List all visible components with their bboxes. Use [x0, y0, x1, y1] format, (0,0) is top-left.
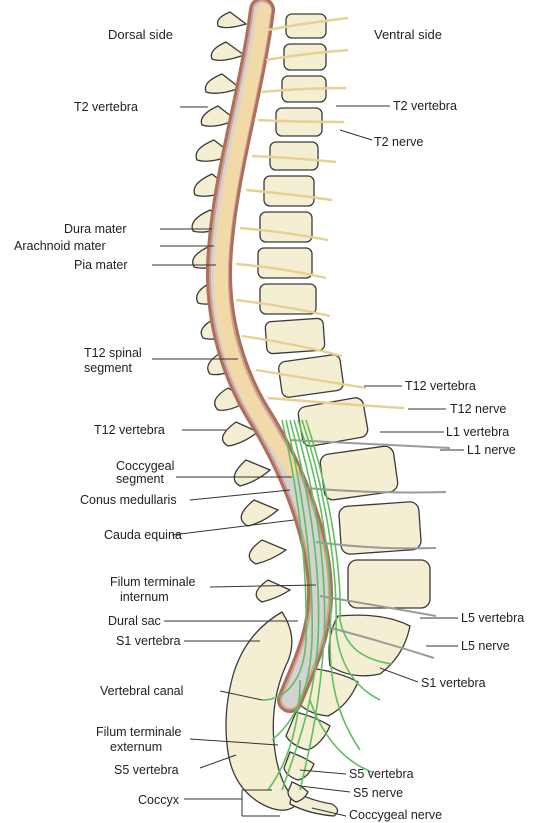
label-t12-spinal-segment-line1: T12 spinal: [84, 346, 142, 360]
label-s5-vertebra-left: S5 vertebra: [114, 763, 179, 777]
label-filum-internum-line2: internum: [120, 590, 169, 604]
label-s1-vertebra-right: S1 vertebra: [421, 676, 486, 690]
ventral-side-header: Ventral side: [374, 28, 442, 42]
label-vertebral-canal: Vertebral canal: [100, 684, 183, 698]
label-filum-externum-line2: externum: [110, 740, 162, 754]
label-dura-mater: Dura mater: [64, 222, 127, 236]
label-filum-externum-line1: Filum terminale: [96, 725, 181, 739]
label-conus-medullaris: Conus medullaris: [80, 493, 177, 507]
label-l5-nerve: L5 nerve: [461, 639, 510, 653]
label-s5-vertebra-right: S5 vertebra: [349, 767, 414, 781]
label-pia-mater: Pia mater: [74, 258, 128, 272]
label-arachnoid-mater: Arachnoid mater: [14, 239, 106, 253]
label-s5-nerve: S5 nerve: [353, 786, 403, 800]
label-t12-vertebra-right: T12 vertebra: [405, 379, 476, 393]
label-t2-vertebra-left: T2 vertebra: [74, 100, 138, 114]
label-coccygeal-segment-line1: Coccygeal: [116, 459, 174, 473]
label-l1-vertebra: L1 vertebra: [446, 425, 509, 439]
label-t2-nerve: T2 nerve: [374, 135, 423, 149]
label-coccygeal-segment-line2: segment: [116, 472, 164, 486]
label-t12-vertebra-left: T12 vertebra: [94, 423, 165, 437]
label-l5-vertebra: L5 vertebra: [461, 611, 524, 625]
label-dural-sac: Dural sac: [108, 614, 161, 628]
label-filum-internum-line1: Filum terminale: [110, 575, 195, 589]
label-l1-nerve: L1 nerve: [467, 443, 516, 457]
dorsal-side-header: Dorsal side: [108, 28, 173, 42]
label-coccyx: Coccyx: [138, 793, 179, 807]
label-t12-spinal-segment-line2: segment: [84, 361, 132, 375]
label-t2-vertebra-right: T2 vertebra: [393, 99, 457, 113]
label-coccygeal-nerve: Coccygeal nerve: [349, 808, 442, 822]
label-s1-vertebra-left: S1 vertebra: [116, 634, 181, 648]
label-t12-nerve: T12 nerve: [450, 402, 506, 416]
label-cauda-equina: Cauda equina: [104, 528, 182, 542]
